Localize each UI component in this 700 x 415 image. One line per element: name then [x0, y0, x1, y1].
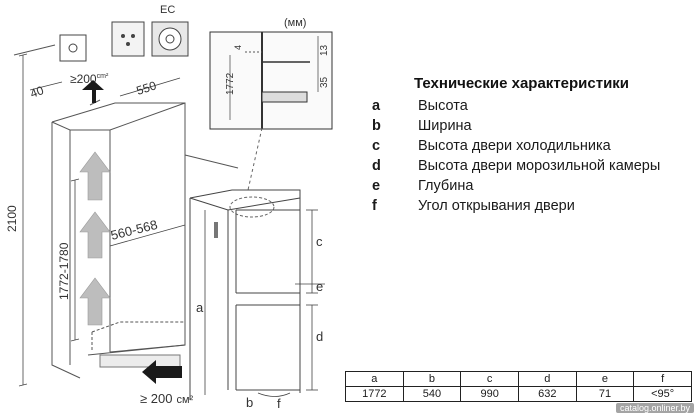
detail-4-label: 4: [233, 45, 243, 50]
table-header-cell: a: [345, 371, 404, 387]
dimensions-table: a b c d e f 1772 540 990 632 71 <95°: [345, 371, 692, 402]
vent-top-unit: cm²: [97, 73, 109, 80]
fridge-label-e: e: [316, 279, 323, 294]
spec-row: f Угол открывания двери: [368, 196, 698, 216]
spec-row: d Высота двери морозильной камеры: [368, 156, 698, 176]
vent-bottom-value: ≥ 200: [140, 391, 172, 406]
spec-row: b Ширина: [368, 116, 698, 136]
detail-callout-ellipse: [229, 196, 275, 218]
height-2100-dimline: [18, 53, 28, 387]
mm-label: (мм): [284, 17, 306, 29]
niche-height-dimline: [70, 178, 80, 342]
width-40-label: 40: [28, 83, 46, 101]
spec-row: e Глубина: [368, 176, 698, 196]
spec-key: a: [372, 98, 381, 114]
spec-key: b: [372, 118, 381, 134]
table-cell: 540: [402, 386, 462, 402]
spec-value: Высота двери морозильной камеры: [418, 158, 661, 174]
table-header-cell: c: [460, 371, 519, 387]
detail-inset: [209, 31, 333, 130]
specs-title: Технические характеристики: [414, 75, 630, 92]
spec-value: Угол открывания двери: [418, 198, 575, 214]
top-dimensions: [29, 77, 181, 97]
socket-icons: [59, 21, 189, 62]
spec-key: d: [372, 158, 381, 174]
table-header-row: a b c d e f: [345, 371, 692, 387]
fridge-label-f: f: [277, 396, 281, 411]
fridge-unit: [189, 189, 301, 400]
vent-bottom-unit: см²: [176, 394, 193, 406]
spec-row: c Высота двери холодильника: [368, 136, 698, 156]
table-cell: 632: [517, 386, 577, 402]
leader-line: [247, 127, 263, 191]
table-cell: <95°: [633, 386, 692, 402]
spec-value: Высота: [418, 98, 468, 114]
spec-value: Ширина: [418, 118, 472, 134]
niche-height-label: 1772-1780: [57, 242, 71, 300]
spec-value: Глубина: [418, 178, 474, 194]
detail-1772-label: 1772: [225, 72, 236, 95]
spec-key: f: [372, 198, 377, 214]
watermark: catalog.onliner.by: [615, 403, 694, 413]
ec-label: EC: [160, 4, 175, 16]
fridge-dimlines: [204, 209, 325, 397]
vent-bottom-label: ≥ 200 см²: [140, 391, 194, 406]
niche-cabinet: [13, 44, 239, 379]
fridge-label-b: b: [246, 395, 253, 410]
airflow-arrows: [79, 151, 111, 326]
spec-row: a Высота: [368, 96, 698, 116]
niche-width-dimline: [109, 224, 186, 247]
fridge-label-d: d: [316, 329, 323, 344]
specs-panel: Технические характеристики a Высота b Ши…: [368, 75, 698, 216]
spec-value: Высота двери холодильника: [418, 138, 611, 154]
fridge-label-a: a: [196, 300, 204, 315]
table-cell: 990: [460, 386, 519, 402]
table-header-cell: f: [633, 371, 692, 387]
table-header-cell: e: [575, 371, 635, 387]
spec-key: c: [372, 138, 381, 154]
detail-35-label: 35: [319, 76, 330, 88]
fridge-label-c: c: [316, 234, 323, 249]
total-height-label: 2100: [5, 205, 19, 232]
vent-top-label: ≥200cm²: [70, 72, 109, 86]
spec-key: e: [372, 178, 381, 194]
table-cell: 71: [575, 386, 635, 402]
vent-top-arrow: [82, 80, 104, 103]
detail-13-label: 13: [319, 44, 330, 56]
table-cell: 1772: [345, 386, 404, 402]
vent-bottom-arrow: [142, 360, 182, 384]
depth-550-label: 550: [135, 78, 159, 98]
table-row: 1772 540 990 632 71 <95°: [345, 386, 692, 402]
table-header-cell: b: [402, 371, 462, 387]
table-header-cell: d: [517, 371, 577, 387]
vent-top-value: ≥200: [70, 72, 97, 86]
